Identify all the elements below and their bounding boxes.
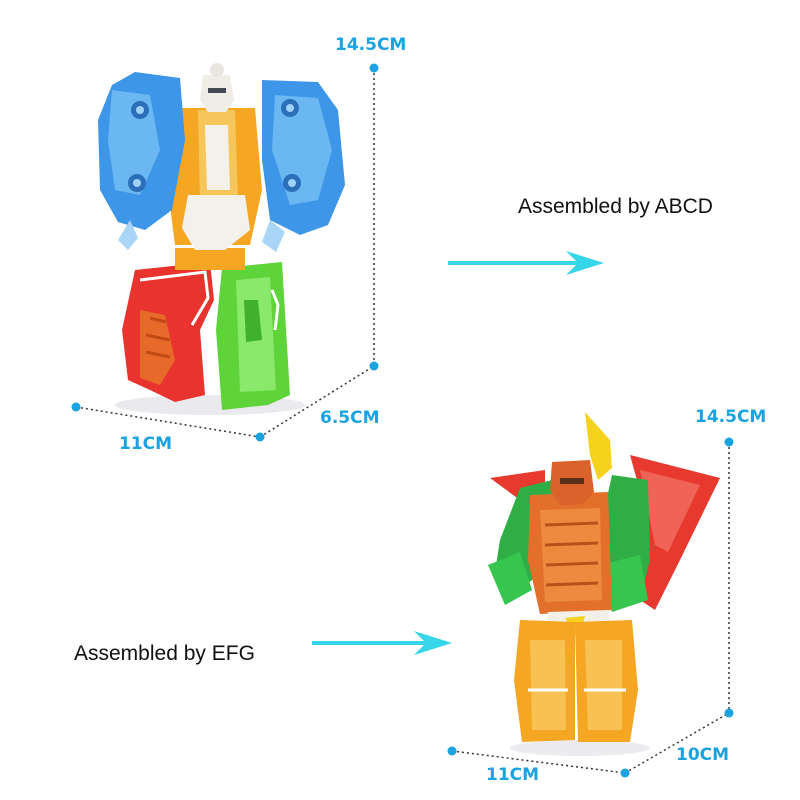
width-label-bottom: 11CM [486,765,540,785]
depth-label-top: 6.5CM [320,408,380,428]
dimension-dots-bottom [447,437,734,778]
caption-abcd: Assembled by ABCD [518,195,713,218]
robot-efg [488,412,720,756]
depth-label-bottom: 10CM [676,745,730,765]
dimension-lines-top [75,68,375,438]
caption-efg: Assembled by EFG [74,642,255,665]
dimension-lines-bottom [451,442,730,774]
arrow-right-icon [448,251,604,275]
width-label-top: 11CM [119,434,173,454]
height-label-top: 14.5CM [335,35,407,55]
height-label-bottom: 14.5CM [695,407,767,427]
robot-abcd [98,63,345,415]
arrow-right-icon [312,631,452,655]
dimension-dots-top [71,63,379,442]
